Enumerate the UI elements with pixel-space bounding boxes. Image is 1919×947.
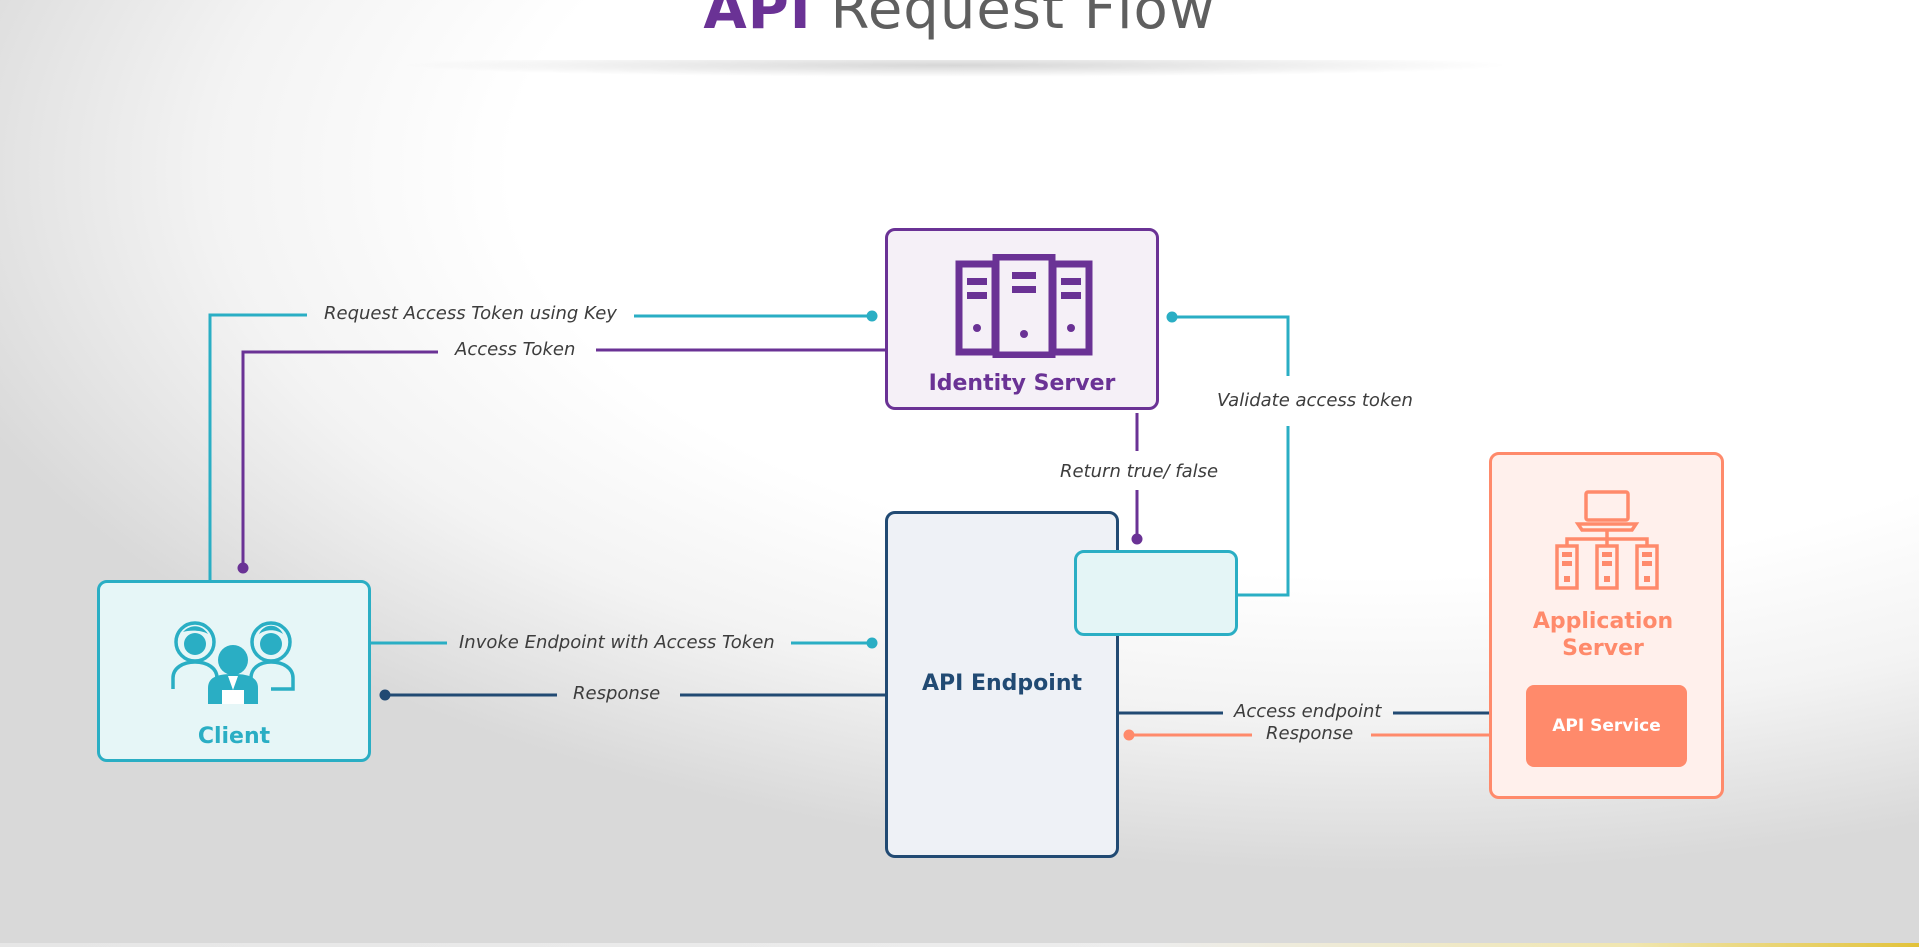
edge-access-token-arrowhead [237,562,249,574]
edge-label-return-true-false: Return true/ false [1060,461,1219,482]
title-highlight: API [703,0,812,42]
network-laptop-servers-icon [1555,490,1659,590]
edge-label-request-token: Request Access Token using Key [324,303,617,324]
edge-response-client-arrowhead [379,689,391,701]
application-server-label: Application Server [1532,609,1674,661]
server-rack-icon [955,254,1093,358]
client-label: Client [197,724,271,749]
edge-access-token [241,348,885,568]
api-service-node: API Service [1526,685,1687,767]
token-validation-node [1074,550,1238,636]
edge-request-token-arrowhead [866,310,878,322]
users-group-icon [171,621,295,704]
bottom-accent-strip [0,943,1919,947]
title-rest: Request Flow [830,0,1216,42]
edge-response-app-arrowhead [1123,729,1135,741]
edge-return-true-false-arrowhead [1131,533,1143,545]
edge-validate-token [1172,315,1290,597]
edge-label-response-app: Response [1266,723,1354,744]
identity-server-label: Identity Server [928,371,1116,396]
edge-label-response-client: Response [573,683,661,704]
edge-request-token [208,313,872,580]
edge-invoke-endpoint-arrowhead [866,637,878,649]
edge-validate-token-arrowhead [1166,311,1178,323]
edge-label-access-endpoint: Access endpoint [1234,701,1382,722]
api-endpoint-label: API Endpoint [921,671,1082,696]
edge-label-invoke-endpoint: Invoke Endpoint with Access Token [459,632,775,653]
edge-label-access-token: Access Token [455,339,576,360]
title-underline-shadow [400,60,1510,86]
edge-label-validate-token: Validate access token [1217,390,1413,411]
page-title: API Request Flow [0,0,1919,40]
